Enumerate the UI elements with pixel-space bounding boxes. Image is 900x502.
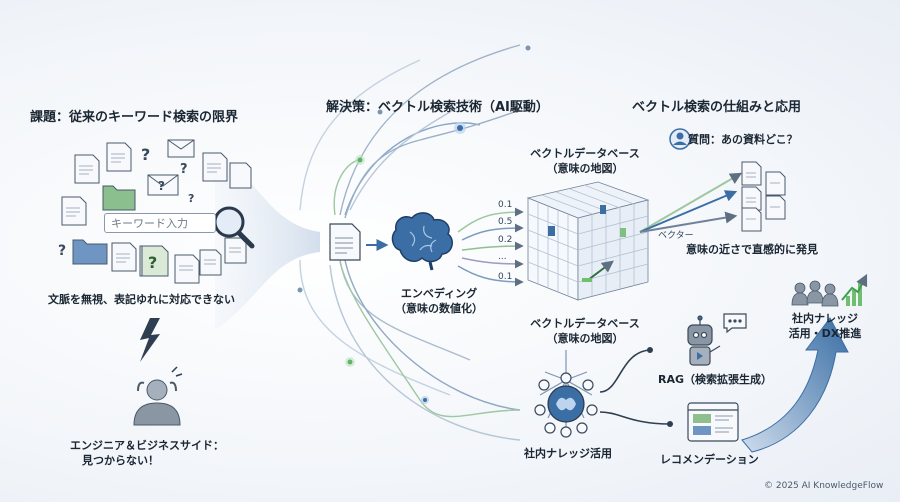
problem-caption: 文脈を無視、表記ゆれに対応できない [48, 293, 235, 306]
svg-text:?: ? [148, 253, 157, 272]
people-caption-line1: エンジニア＆ビジネスサイド： [70, 439, 224, 452]
embedding-arrows [457, 207, 524, 287]
vector-db-bottom-line1: ベクトルデータベース [530, 317, 640, 330]
svg-text:?: ? [188, 192, 194, 205]
result-documents [741, 161, 786, 232]
vector-value-4: 0.1 [498, 272, 513, 282]
keyword-search-input[interactable]: キーワード入力 [104, 213, 216, 233]
vector-db-top-line2: （意味の地図） [546, 162, 624, 175]
vector-db-cube [526, 181, 650, 301]
people-caption-line2: 見つからない！ [82, 454, 159, 467]
svg-text:?: ? [158, 179, 165, 193]
copyright: © 2025 AI KnowledgeFlow [764, 481, 884, 491]
people-caption: エンジニア＆ビジネスサイド： 見つからない！ [70, 438, 250, 468]
knowledge-hub-icon [534, 350, 598, 438]
user-icon [669, 128, 691, 150]
vector-db-bottom-label: ベクトルデータベース （意味の地図） [520, 316, 650, 346]
solution-section-title: 解決策：ベクトル検索技術（AI駆動） [326, 100, 549, 115]
flow-nodes [297, 45, 531, 404]
funnel-shape [215, 150, 320, 330]
knowledge-hub-label: 社内ナレッジ活用 [524, 447, 612, 460]
brain-icon [391, 212, 453, 271]
embedding-label-line2: （意味の数値化） [395, 302, 483, 315]
outcome-line2: 活用・DX推進 [788, 327, 862, 340]
svg-text:?: ? [141, 145, 150, 164]
query-question: 質問：あの資料どこ？ [688, 133, 798, 146]
recommendation-screen-icon [687, 402, 739, 442]
outcome-label: 社内ナレッジ 活用・DX推進 [780, 311, 870, 341]
question-marks: ? ? ? ? ? ? [58, 145, 194, 272]
query-result-caption: 意味の近さで直感的に発見 [686, 243, 818, 256]
lightning-icon [140, 318, 160, 362]
vector-db-top-label: ベクトルデータベース （意味の地図） [520, 146, 650, 176]
team-growth-icon [791, 273, 868, 307]
vector-value-2: 0.2 [498, 235, 513, 245]
flow-lines [299, 44, 521, 441]
embedding-label: エンベディング （意味の数値化） [384, 286, 494, 316]
rag-label: RAG（検索拡張生成） [658, 373, 773, 386]
result-arrows [639, 172, 743, 233]
growth-arrow [741, 317, 849, 453]
vector-value-1: 0.5 [498, 217, 513, 227]
vector-db-bottom-line2: （意味の地図） [546, 332, 624, 345]
application-section-title: ベクトル検索の仕組みと応用 [632, 100, 802, 115]
vector-value-3: ... [498, 252, 507, 262]
frustrated-person-icon [133, 366, 183, 426]
center-document-icon [329, 223, 361, 261]
vector-value-0: 0.1 [498, 200, 513, 210]
recommendation-label: レコメンデーション [660, 453, 759, 466]
vector-tag: ベクター [658, 231, 694, 241]
svg-text:?: ? [180, 162, 188, 177]
problem-section-title: 課題：従来のキーワード検索の限界 [30, 110, 239, 125]
embedding-label-line1: エンベディング [400, 287, 478, 300]
outcome-line1: 社内ナレッジ [792, 312, 858, 325]
svg-text:?: ? [58, 243, 66, 259]
document-cluster [61, 139, 252, 284]
hub-branches [599, 349, 671, 425]
vector-db-top-line1: ベクトルデータベース [530, 147, 640, 160]
robot-icon [687, 313, 747, 366]
